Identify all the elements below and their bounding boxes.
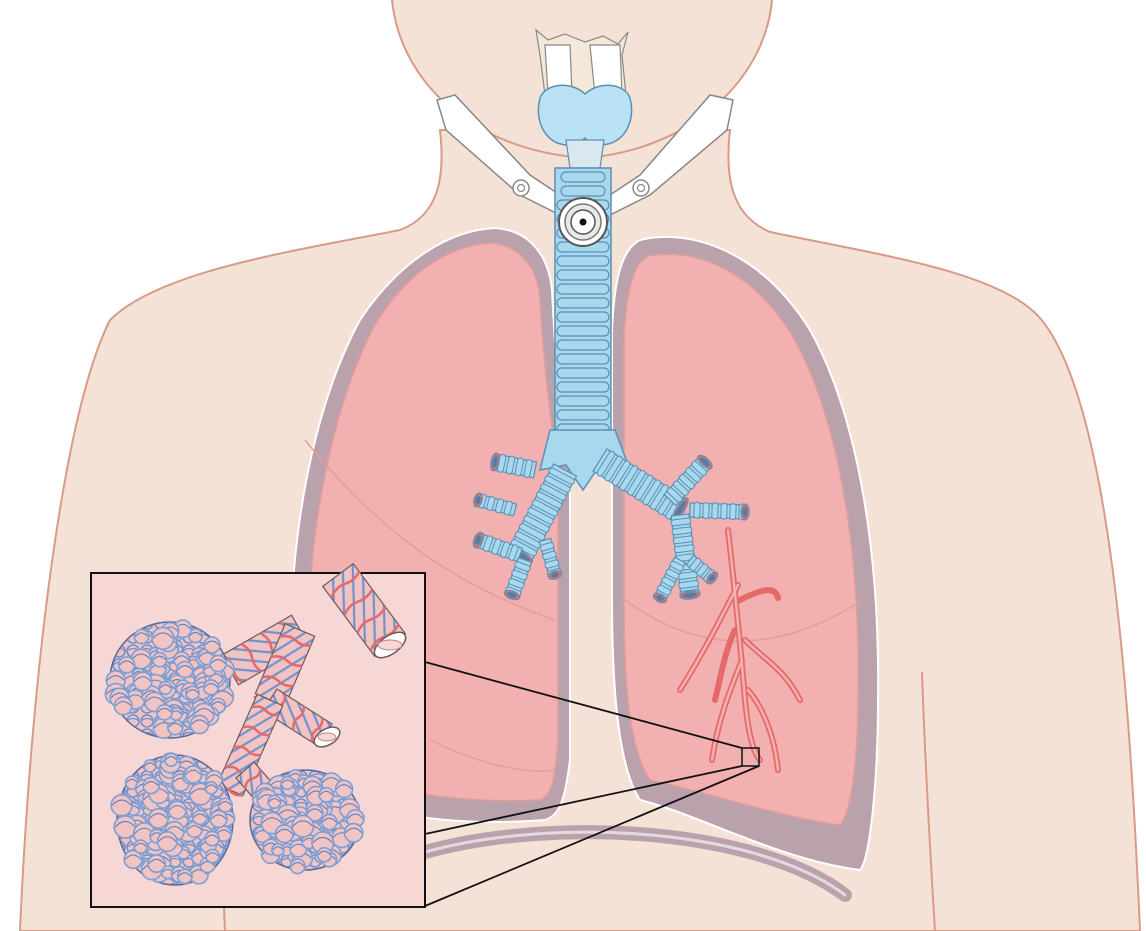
alveoli-inset <box>91 564 425 907</box>
tracheostomy-stoma <box>559 198 607 246</box>
thyroid-gland <box>538 85 631 145</box>
